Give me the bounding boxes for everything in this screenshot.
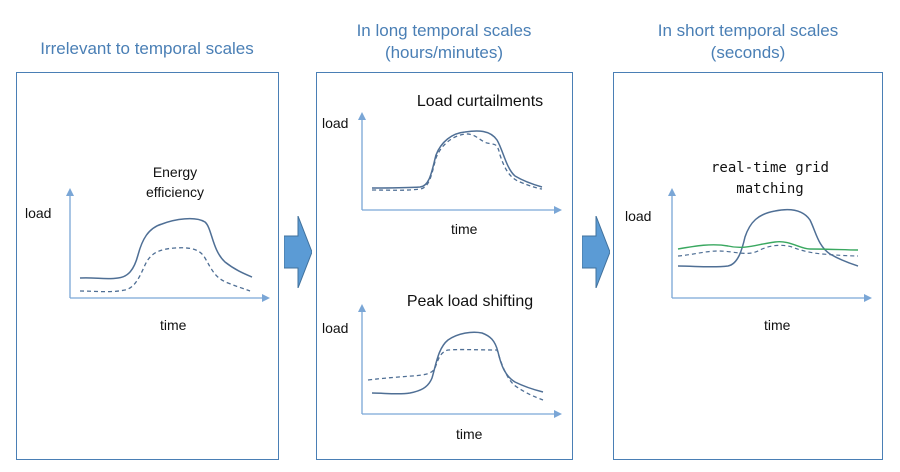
right-arrow-icon: [582, 216, 610, 288]
plot-title-energy-line2: efficiency: [145, 184, 205, 200]
panel-irrelevant: [16, 72, 279, 460]
plot-title-load-curtailments: Load curtailments: [416, 93, 544, 110]
column-heading-short: In short temporal scales (seconds): [614, 20, 882, 64]
y-axis-label: load: [322, 115, 349, 131]
plot-title-energy-efficiency: Energy efficiency: [120, 162, 230, 202]
original-load-curve: [79, 217, 253, 280]
y-axis-label: load: [625, 208, 652, 224]
x-axis-label: time: [456, 426, 483, 442]
energy-efficiency-plot: [66, 188, 270, 302]
column-heading-long-line1: In long temporal scales: [356, 21, 532, 40]
plot-title-realtime-line1: real-time grid: [710, 160, 829, 176]
original-load-curve: [677, 208, 859, 268]
panel-long: [316, 72, 573, 460]
right-arrow-icon: [284, 216, 312, 288]
curtailed-load-curve: [371, 133, 543, 191]
column-heading-short-line1: In short temporal scales: [657, 21, 839, 40]
y-axis-label: load: [322, 320, 349, 336]
original-load-curve: [371, 331, 544, 395]
realtime-grid-plot: [668, 188, 872, 302]
column-heading-long: In long temporal scales (hours/minutes): [316, 20, 572, 64]
original-load-curve: [371, 130, 543, 189]
column-heading-irrelevant: Irrelevant to temporal scales: [40, 39, 254, 58]
column-heading-short-line2: (seconds): [710, 43, 786, 62]
matched-load-curve: [677, 244, 859, 257]
green-supply-curve: [677, 241, 859, 251]
y-axis-label: load: [25, 205, 52, 221]
shifted-load-curve: [367, 348, 544, 401]
peak-load-shifting-plot: [358, 304, 562, 418]
plot-title-energy-line1: Energy: [152, 164, 198, 180]
plot-title-realtime-grid: real-time grid matching: [690, 158, 850, 200]
x-axis-label: time: [160, 317, 187, 333]
plot-title-peak-load-shifting: Peak load shifting: [406, 293, 534, 310]
column-heading-long-line2: (hours/minutes): [384, 43, 504, 62]
panel-short: [613, 72, 883, 460]
x-axis-label: time: [764, 317, 791, 333]
plot-title-realtime-line2: matching: [736, 181, 804, 197]
x-axis-label: time: [451, 221, 478, 237]
reduced-load-curve: [79, 247, 251, 293]
load-curtailments-plot: [358, 112, 562, 214]
